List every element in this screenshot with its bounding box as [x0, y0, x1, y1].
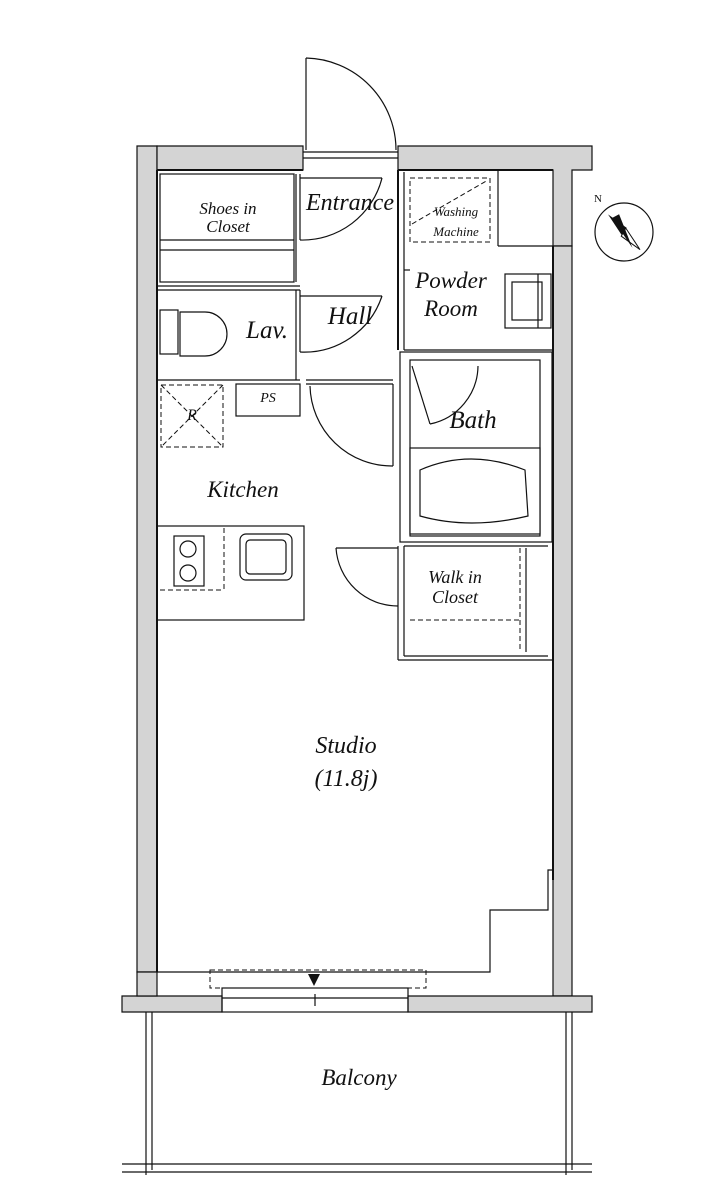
- bath: [399, 351, 553, 543]
- label-hall: Hall: [327, 303, 373, 330]
- powder-room-block: [397, 170, 553, 351]
- kitchen-counter: [156, 525, 305, 621]
- label-walk-in-2: Closet: [432, 587, 479, 607]
- stove-burner-icon: [179, 540, 197, 558]
- balcony-railing: [122, 1012, 592, 1175]
- window: [209, 969, 427, 1013]
- label-refrigerator: R: [186, 407, 197, 424]
- label-washing-1: Washing: [434, 204, 479, 219]
- label-studio-2: (11.8j): [315, 766, 378, 792]
- shoes-closet: [159, 173, 383, 283]
- label-bath: Bath: [449, 407, 496, 434]
- washing-machine-icon: [409, 177, 491, 243]
- kitchen-sink-icon: [239, 533, 293, 581]
- label-kitchen: Kitchen: [206, 477, 279, 502]
- label-shoes-closet-1: Shoes in: [199, 199, 256, 218]
- entrance-door: [303, 57, 398, 159]
- window-arrow-icon: [308, 974, 320, 986]
- refrigerator-icon: [160, 384, 224, 448]
- label-shoes-closet-2: Closet: [206, 217, 251, 236]
- north-compass-icon: N: [594, 193, 654, 262]
- label-walk-in-1: Walk in: [428, 567, 482, 587]
- ps-and-fridge: [157, 379, 301, 448]
- lavatory: [157, 285, 383, 380]
- toilet-tank: [159, 309, 179, 355]
- label-powder-1: Powder: [414, 268, 488, 293]
- toilet-icon: [179, 311, 228, 357]
- walk-in-closet: [335, 545, 553, 661]
- hall-door: [306, 379, 394, 467]
- label-studio-1: Studio: [315, 733, 376, 759]
- label-lav: Lav.: [245, 317, 288, 344]
- label-ps: PS: [259, 391, 276, 406]
- label-powder-2: Room: [423, 296, 478, 321]
- bathtub-icon: [409, 447, 541, 535]
- label-washing-2: Machine: [432, 224, 479, 239]
- label-balcony: Balcony: [321, 1065, 397, 1090]
- stove-burner-icon: [179, 564, 197, 582]
- room-labels: Shoes in Closet Entrance Washing Machine…: [186, 190, 497, 1090]
- compass-north-label: N: [594, 193, 602, 205]
- label-entrance: Entrance: [305, 190, 394, 216]
